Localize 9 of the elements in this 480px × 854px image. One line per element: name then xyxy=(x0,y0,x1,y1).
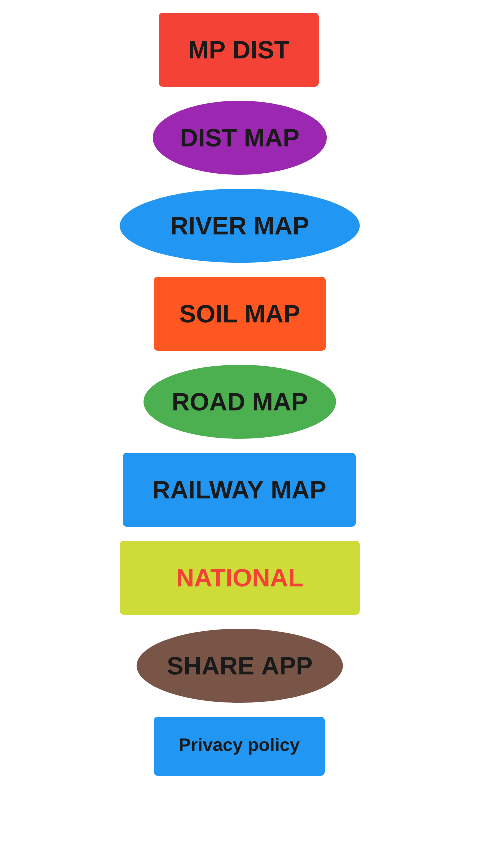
menu-button: RAILWAY MAP xyxy=(123,453,356,527)
menu-button: NATIONAL xyxy=(120,541,360,615)
oval-button: RIVER MAP xyxy=(120,189,360,263)
oval-button: DIST MAP xyxy=(153,101,327,175)
oval-button: ROAD MAP xyxy=(144,365,336,439)
menu-button: MP DIST xyxy=(159,13,319,87)
menu-button: SOIL MAP xyxy=(154,277,326,351)
menu-button: Privacy policy xyxy=(154,717,325,776)
oval-button: SHARE APP xyxy=(136,629,344,703)
